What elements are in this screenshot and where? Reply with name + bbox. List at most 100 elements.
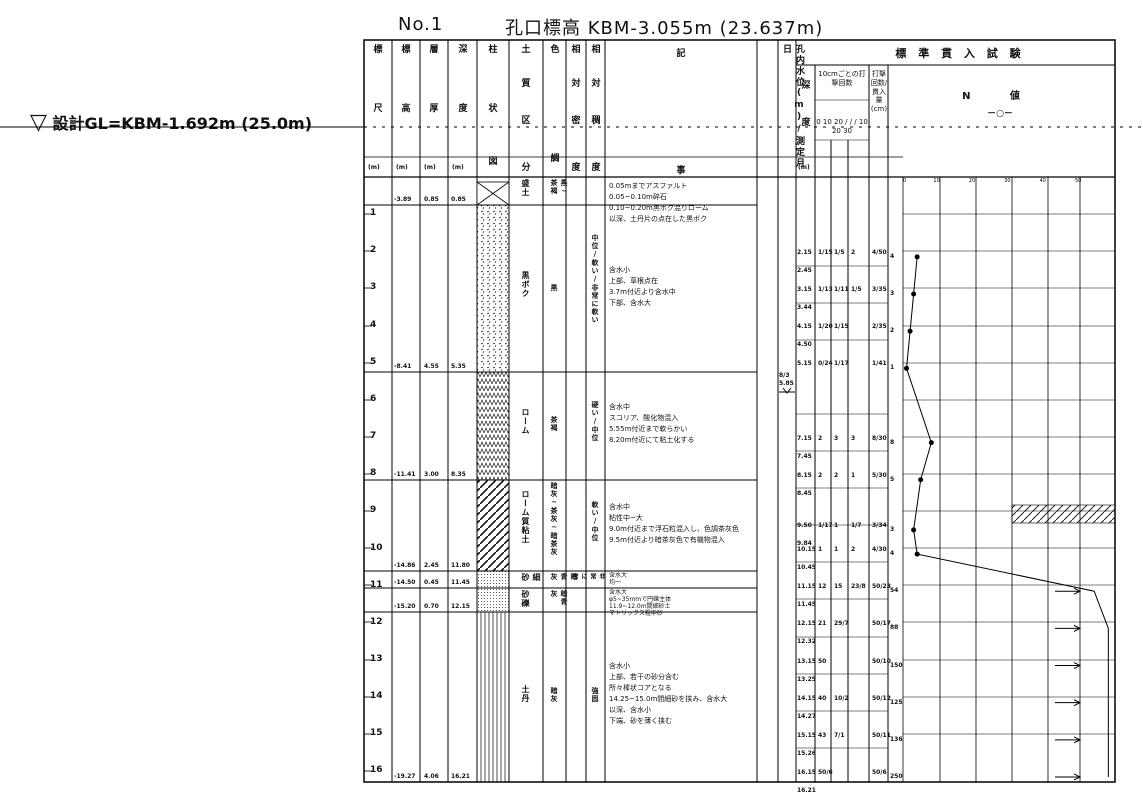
spt-depth: 11.15 xyxy=(797,583,816,591)
col-column-header: 柱状図 xyxy=(488,45,498,167)
col-scale-header: 標尺 xyxy=(373,45,383,114)
spt-n-value: 3 xyxy=(890,290,895,298)
spt-total: 8/30 xyxy=(872,434,887,442)
layer-description: 含水小 上部、草根点在 3.7m付近より含水中 下部、含水大 xyxy=(609,265,676,307)
boring-number: No.1 xyxy=(398,14,444,35)
spt-n-value: 250 xyxy=(890,772,903,780)
spt-blow-1: 1/13 xyxy=(818,286,833,294)
spt-depth-end: 15.26 xyxy=(797,749,816,757)
blows-scale: 0 10 20 / / / 10 20 30 xyxy=(816,118,868,135)
depth-tick-label: 15 xyxy=(370,728,383,739)
layer-elevation: -3.89 xyxy=(394,196,412,203)
spt-depth: 16.15 xyxy=(797,768,816,776)
spt-total: 5/30 xyxy=(872,471,887,479)
design-gl-label: ▽ 設計GL=KBM-1.692m (25.0m) xyxy=(30,110,312,135)
layer-thickness: 3.00 xyxy=(424,471,439,478)
spt-depth: 12.15 xyxy=(797,620,816,628)
layer-consistency: 硬い/中位 xyxy=(591,401,599,442)
spt-blow-3: 1/7 xyxy=(851,521,862,529)
n-value-point xyxy=(914,254,920,260)
col-water-header: 孔内水位(m)/測定月日 xyxy=(781,44,804,169)
n-value-overflow-arrow xyxy=(1055,773,1082,781)
layer-elevation: -8.41 xyxy=(394,363,412,370)
spt-blow-1: 50 xyxy=(818,657,827,665)
spt-blow-1: 1/17 xyxy=(818,521,833,529)
spt-total: 50/6 xyxy=(872,768,887,776)
n-value-point xyxy=(911,291,917,297)
spt-depth-end: 11.45 xyxy=(797,601,816,609)
depth-tick-label: 10 xyxy=(370,542,383,553)
n-value-line xyxy=(906,256,1109,777)
spt-n-value: 2 xyxy=(890,327,895,335)
spt-blow-1: 1 xyxy=(818,546,823,554)
spt-blow-1: 40 xyxy=(818,694,827,702)
spt-n-value: 8 xyxy=(890,438,895,446)
col-description-header: 記事 xyxy=(676,49,686,176)
spt-blow-1: 1/15 xyxy=(818,248,833,256)
n-value-overflow-arrow xyxy=(1055,587,1082,595)
unit-spt-depth: (m) xyxy=(798,164,810,171)
layer-color: 暗灰~茶灰~暗茶灰 xyxy=(550,482,558,556)
spt-total: 4/50 xyxy=(872,248,887,256)
layer-soil-type: 土丹 xyxy=(521,685,530,703)
n-value-header: N 値 xyxy=(962,91,1038,102)
n-value-overflow-arrow xyxy=(1055,699,1082,707)
layer-elevation: -15.20 xyxy=(394,603,416,610)
layer-color: 茶褐 xyxy=(550,416,558,432)
layer-description: 含水中 スコリア、酸化物混入 5.55m付近まで軟らかい 8.20m付近にて粘土… xyxy=(609,403,695,444)
spt-depth-end: 16.21 xyxy=(797,786,816,794)
layer-description: 含水中 粘性中~大 9.0m付近まで浮石粒混入し、色調茶灰色 9.5m付近より暗… xyxy=(609,502,739,544)
spt-blow-2: 1/17 xyxy=(834,360,849,368)
layer-description: 含水小 上部、若干の砂分含む 所々棒状コアとなる 14.25~15.0m間細砂を… xyxy=(609,662,728,725)
layer-depth: 12.15 xyxy=(451,603,470,610)
layer-soil-type: ローム xyxy=(521,408,530,435)
layer-depth: 8.35 xyxy=(451,471,466,478)
spt-depth-end: 12.32 xyxy=(797,638,816,646)
n-axis-tick-label: 20 xyxy=(969,178,975,184)
layer-elevation: -14.50 xyxy=(394,579,416,586)
unit-elev: (m) xyxy=(396,164,408,171)
spt-depth-end: 13.25 xyxy=(797,675,816,683)
spt-blow-3: 1/5 xyxy=(851,286,862,294)
col-soil-header: 土質区分 xyxy=(521,45,531,173)
layer-description: 0.05mまでアスファルト 0.05~0.10m砕石 0.10~0.20m黒ボク… xyxy=(609,182,709,223)
spt-blow-3: 3 xyxy=(851,434,856,442)
spt-depth-header: 深度 xyxy=(801,81,811,128)
spt-depth: 13.15 xyxy=(797,657,816,665)
n-value-point xyxy=(904,365,910,371)
depth-tick-label: 7 xyxy=(370,431,377,442)
n-value-point xyxy=(911,527,917,533)
spt-depth: 14.15 xyxy=(797,694,816,702)
layer-consistency: 強固 xyxy=(591,687,599,703)
spt-depth-end: 4.50 xyxy=(797,341,812,349)
spt-blow-1: 50/6 xyxy=(818,768,833,776)
layer-thickness: 0.45 xyxy=(424,579,439,586)
spt-n-value: 125 xyxy=(890,698,903,706)
unit-scale: (m) xyxy=(368,164,380,171)
layer-depth: 11.80 xyxy=(451,562,470,569)
spt-n-value: 54 xyxy=(890,587,899,595)
depth-tick-label: 14 xyxy=(370,691,383,702)
layer-description: 含水大 均一 xyxy=(609,572,628,586)
spt-blow-3: 23/8 xyxy=(851,583,866,591)
spt-n-value: 88 xyxy=(890,624,899,632)
spt-title: 標 準 貫 入 試 験 xyxy=(895,47,1025,60)
depth-tick-label: 9 xyxy=(370,505,377,516)
spt-n-value: 5 xyxy=(890,475,895,483)
layer-soil-type: 砂礫 xyxy=(521,590,530,608)
gl-triangle-icon: ▽ xyxy=(30,110,47,135)
depth-tick-label: 16 xyxy=(370,765,383,776)
layer-thickness: 2.45 xyxy=(424,562,439,569)
n-value-overflow-arrow xyxy=(1055,736,1082,744)
spt-total: 3/34 xyxy=(872,521,887,529)
layer-depth: 5.35 xyxy=(451,363,466,370)
spt-blow-2: 1 xyxy=(834,521,839,529)
layer-consistency: 軟い/中位 xyxy=(591,500,599,542)
depth-tick-label: 3 xyxy=(370,282,377,293)
spt-n-value: 4 xyxy=(890,252,895,260)
spt-total: 50/12 xyxy=(872,694,891,702)
spt-blow-1: 12 xyxy=(818,583,827,591)
spt-depth-end: 3.44 xyxy=(797,304,812,312)
spt-depth: 10.15 xyxy=(797,546,816,554)
layer-soil-type: ローム質粘土 xyxy=(521,489,530,544)
